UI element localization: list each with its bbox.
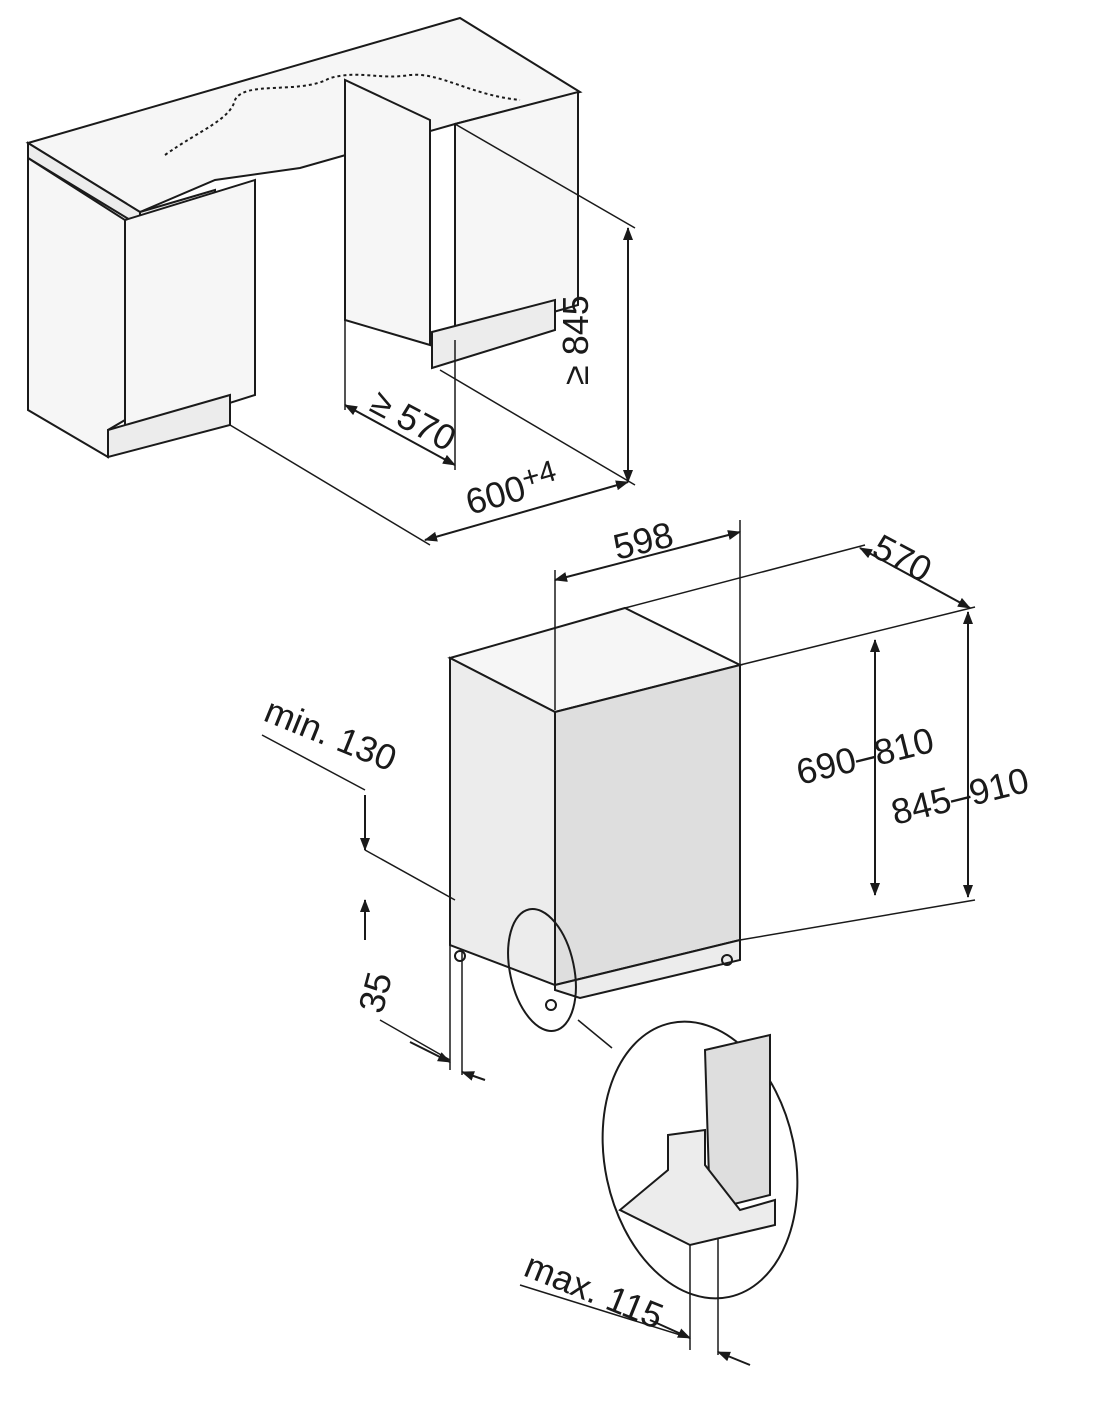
appliance-door-panel: [554, 663, 741, 987]
countertop-cutout: [164, 73, 521, 156]
appliance-side: [449, 656, 556, 987]
niche-height-label: ≥ 845: [555, 295, 596, 385]
left-cabinet-front: [124, 178, 256, 438]
niche-depth-label: ≥ 570: [364, 381, 463, 459]
dishwasher-appliance: [261, 520, 976, 1081]
detail-door-panel: [703, 1033, 771, 1212]
appliance-plinth: [554, 938, 741, 1000]
plinth-detail-zoom: [519, 1020, 799, 1366]
plinth-offset-label: 35: [350, 968, 400, 1017]
detail-marker-small: [507, 907, 577, 1033]
niche-width-base: 600: [461, 467, 530, 523]
detail-plinth: [618, 1128, 776, 1247]
max-plinth-label: max. 115: [519, 1244, 669, 1336]
right-cabinet-front: [454, 90, 579, 342]
cabinet-niche: [25, 16, 636, 546]
total-height-label: 845–910: [887, 759, 1033, 833]
min-plinth-label: min. 130: [259, 689, 402, 779]
foot-right: [721, 954, 733, 966]
right-cabinet-plinth: [431, 298, 556, 370]
foot-left: [454, 950, 466, 962]
niche-width-label: 600+4: [460, 454, 563, 522]
appliance-depth-label: 570: [866, 526, 938, 590]
door-height-label: 690–810: [792, 719, 938, 793]
right-cabinet-side: [344, 78, 431, 347]
appliance-width-label: 598: [609, 513, 677, 567]
foot-front: [545, 999, 557, 1011]
